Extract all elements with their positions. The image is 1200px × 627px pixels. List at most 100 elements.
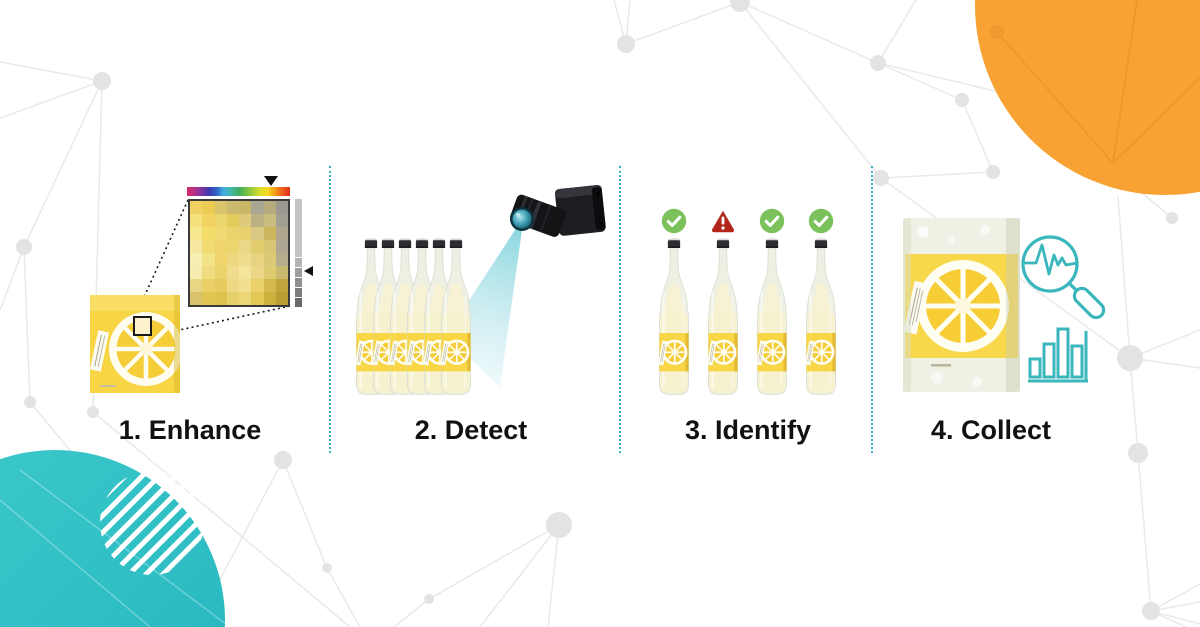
pixel-cell bbox=[214, 240, 227, 253]
pixel-cell bbox=[226, 214, 239, 227]
pixel-cell bbox=[263, 227, 276, 240]
pixel-cell bbox=[214, 292, 227, 305]
pixel-cell bbox=[263, 266, 276, 279]
grayscale-segment bbox=[295, 296, 302, 307]
pixel-cell bbox=[263, 279, 276, 292]
pixel-cell bbox=[251, 214, 264, 227]
collect-label-closeup bbox=[903, 218, 1020, 392]
pixel-cell bbox=[214, 266, 227, 279]
pixel-cell bbox=[251, 253, 264, 266]
pixel-cell bbox=[226, 292, 239, 305]
pixel-cell bbox=[214, 279, 227, 292]
step-title-enhance: 1. Enhance bbox=[118, 415, 262, 445]
step-title-collect: 4. Collect bbox=[930, 415, 1052, 445]
orange-network-overlay bbox=[990, 0, 1200, 164]
pixel-cell bbox=[214, 201, 227, 214]
pixel-cell bbox=[239, 292, 252, 305]
pixel-cell bbox=[263, 201, 276, 214]
grayscale-segment bbox=[295, 266, 302, 278]
pixel-cell bbox=[275, 279, 288, 292]
identify-column bbox=[700, 208, 746, 399]
separator-3 bbox=[871, 166, 873, 453]
pixel-cell bbox=[190, 240, 203, 253]
grayscale-segment bbox=[295, 256, 302, 267]
lemon-label-art bbox=[89, 295, 183, 393]
pixel-cell bbox=[190, 253, 203, 266]
check-icon bbox=[808, 208, 834, 234]
lemon-bottle-illustration bbox=[805, 238, 836, 395]
warning-icon bbox=[711, 210, 735, 233]
pixel-cell bbox=[263, 292, 276, 305]
pixel-cell bbox=[239, 266, 252, 279]
pixel-cell bbox=[263, 240, 276, 253]
pixel-cell bbox=[202, 292, 215, 305]
grayscale-segment bbox=[295, 199, 302, 257]
pixel-cell bbox=[202, 201, 215, 214]
step-title-identify: 3. Identify bbox=[684, 415, 812, 445]
pixel-cell bbox=[239, 227, 252, 240]
pixel-cell bbox=[275, 292, 288, 305]
pixel-cell bbox=[251, 292, 264, 305]
label-closeup-art bbox=[903, 218, 1020, 392]
color-spectrum-bar bbox=[187, 187, 290, 196]
pixel-cell bbox=[190, 227, 203, 240]
pixel-cell bbox=[263, 253, 276, 266]
pixel-cell bbox=[214, 253, 227, 266]
check-icon bbox=[759, 208, 785, 234]
pixel-cell bbox=[202, 266, 215, 279]
pixel-cell bbox=[190, 201, 203, 214]
pixel-cell bbox=[226, 253, 239, 266]
pixel-grid bbox=[188, 199, 290, 307]
pixel-cell bbox=[226, 227, 239, 240]
separator-2 bbox=[619, 166, 621, 453]
pixel-cell bbox=[251, 240, 264, 253]
pixel-cell bbox=[226, 240, 239, 253]
pixel-cell bbox=[239, 279, 252, 292]
pixel-cell bbox=[251, 279, 264, 292]
sample-region-square bbox=[133, 316, 152, 336]
detect-bottles bbox=[348, 238, 479, 399]
identify-column bbox=[749, 208, 795, 399]
pixel-cell bbox=[214, 227, 227, 240]
grayscale-segment bbox=[295, 277, 302, 288]
pixel-cell bbox=[202, 279, 215, 292]
pixel-cell bbox=[251, 266, 264, 279]
lemon-bottle-illustration bbox=[440, 238, 471, 395]
pixel-cell bbox=[251, 201, 264, 214]
lemon-bottle-illustration bbox=[707, 238, 738, 395]
pixel-cell bbox=[275, 240, 288, 253]
pixel-cell bbox=[190, 214, 203, 227]
striped-circle-decoration bbox=[100, 471, 204, 575]
pixel-cell bbox=[214, 214, 227, 227]
lemon-bottle-illustration bbox=[756, 238, 787, 395]
pixel-cell bbox=[239, 253, 252, 266]
pixel-cell bbox=[275, 266, 288, 279]
lemon-bottle-illustration bbox=[658, 238, 689, 395]
pixel-cell bbox=[239, 240, 252, 253]
identify-column bbox=[651, 208, 697, 399]
identify-columns bbox=[651, 208, 844, 399]
pixel-cell bbox=[190, 279, 203, 292]
pixel-cell bbox=[190, 266, 203, 279]
pixel-cell bbox=[239, 201, 252, 214]
pixel-cell bbox=[263, 214, 276, 227]
pixel-cell bbox=[275, 201, 288, 214]
pixel-cell bbox=[202, 227, 215, 240]
pixel-cell bbox=[239, 214, 252, 227]
pixel-cell bbox=[202, 240, 215, 253]
grayscale-marker bbox=[304, 266, 313, 277]
pixel-cell bbox=[202, 253, 215, 266]
pixel-cell bbox=[251, 227, 264, 240]
pixel-cell bbox=[275, 214, 288, 227]
pixel-cell bbox=[202, 214, 215, 227]
grayscale-bar bbox=[295, 199, 302, 307]
check-icon bbox=[661, 208, 687, 234]
pixel-cell bbox=[226, 266, 239, 279]
lemon-label-thumbnail bbox=[89, 295, 183, 393]
pixel-cell bbox=[226, 201, 239, 214]
pixel-cell bbox=[275, 227, 288, 240]
pixel-cell bbox=[275, 253, 288, 266]
grayscale-segment bbox=[295, 287, 302, 297]
